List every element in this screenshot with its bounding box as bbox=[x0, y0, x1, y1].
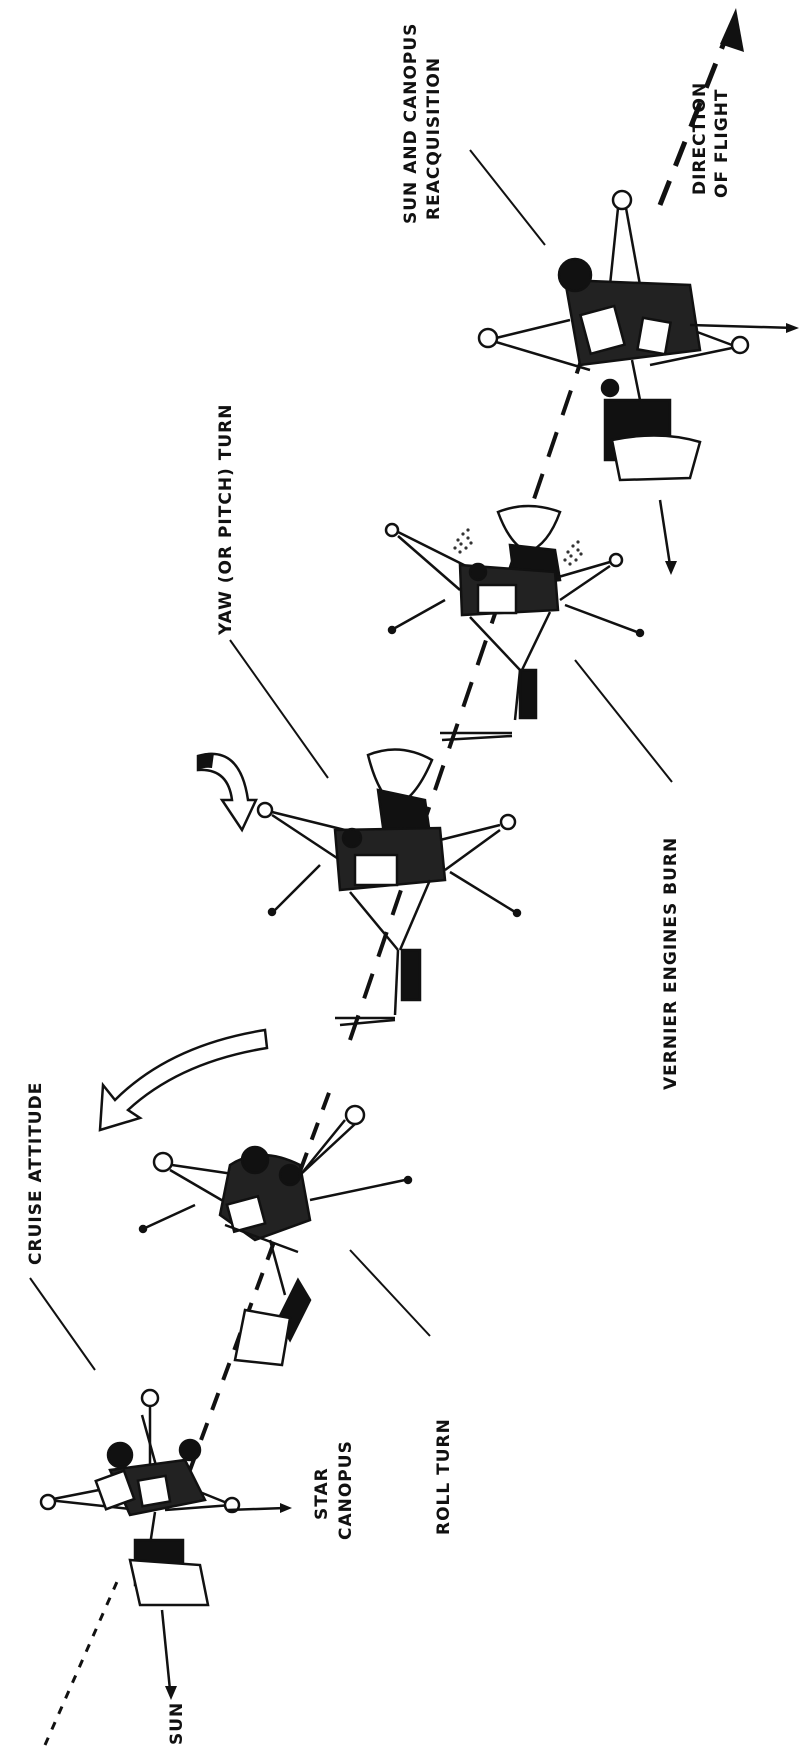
label-roll-turn: ROLL TURN bbox=[434, 1418, 454, 1535]
spacecraft-cruise-attitude bbox=[39, 1388, 292, 1700]
label-vernier-burn: VERNIER ENGINES BURN bbox=[661, 837, 681, 1090]
leader-yaw-turn bbox=[229, 639, 329, 779]
label-sun-canopus-line2: REACQUISITION bbox=[424, 57, 444, 220]
label-direction-line1: DIRECTION bbox=[690, 82, 710, 195]
yaw-turn-arrow bbox=[196, 752, 258, 833]
label-cruise-attitude: CRUISE ATTITUDE bbox=[26, 1082, 46, 1265]
label-yaw-turn: YAW (OR PITCH) TURN bbox=[216, 404, 236, 636]
flight-path-tail bbox=[43, 1574, 122, 1746]
leader-vernier bbox=[574, 659, 673, 783]
label-direction-line2: OF FLIGHT bbox=[712, 88, 732, 198]
roll-turn-arrow bbox=[98, 1028, 269, 1132]
labels: SUN AND CANOPUS REACQUISITION DIRECTION … bbox=[26, 23, 732, 1745]
direction-of-flight-arrowhead bbox=[720, 8, 744, 52]
spacecraft-vernier-burn bbox=[384, 504, 645, 742]
spacecraft-reacquisition bbox=[477, 189, 799, 575]
leader-lines bbox=[29, 149, 673, 1371]
leader-cruise bbox=[29, 1277, 96, 1371]
flight-path-segment-1 bbox=[188, 1089, 332, 1471]
label-sun: SUN bbox=[167, 1702, 187, 1745]
label-star-line2: CANOPUS bbox=[336, 1440, 356, 1540]
leader-roll bbox=[349, 1249, 431, 1337]
spacecraft-roll-turn bbox=[138, 1104, 413, 1367]
flight-path-segment-2 bbox=[348, 304, 602, 1041]
direction-of-flight-dash bbox=[657, 39, 728, 206]
vernier-exhaust bbox=[453, 528, 583, 566]
label-star-line1: STAR bbox=[312, 1467, 332, 1520]
label-sun-canopus-line1: SUN AND CANOPUS bbox=[401, 23, 421, 224]
spacecraft-yaw-turn bbox=[256, 748, 522, 1027]
flight-path bbox=[43, 8, 744, 1746]
leader-sun-canopus bbox=[469, 149, 546, 246]
